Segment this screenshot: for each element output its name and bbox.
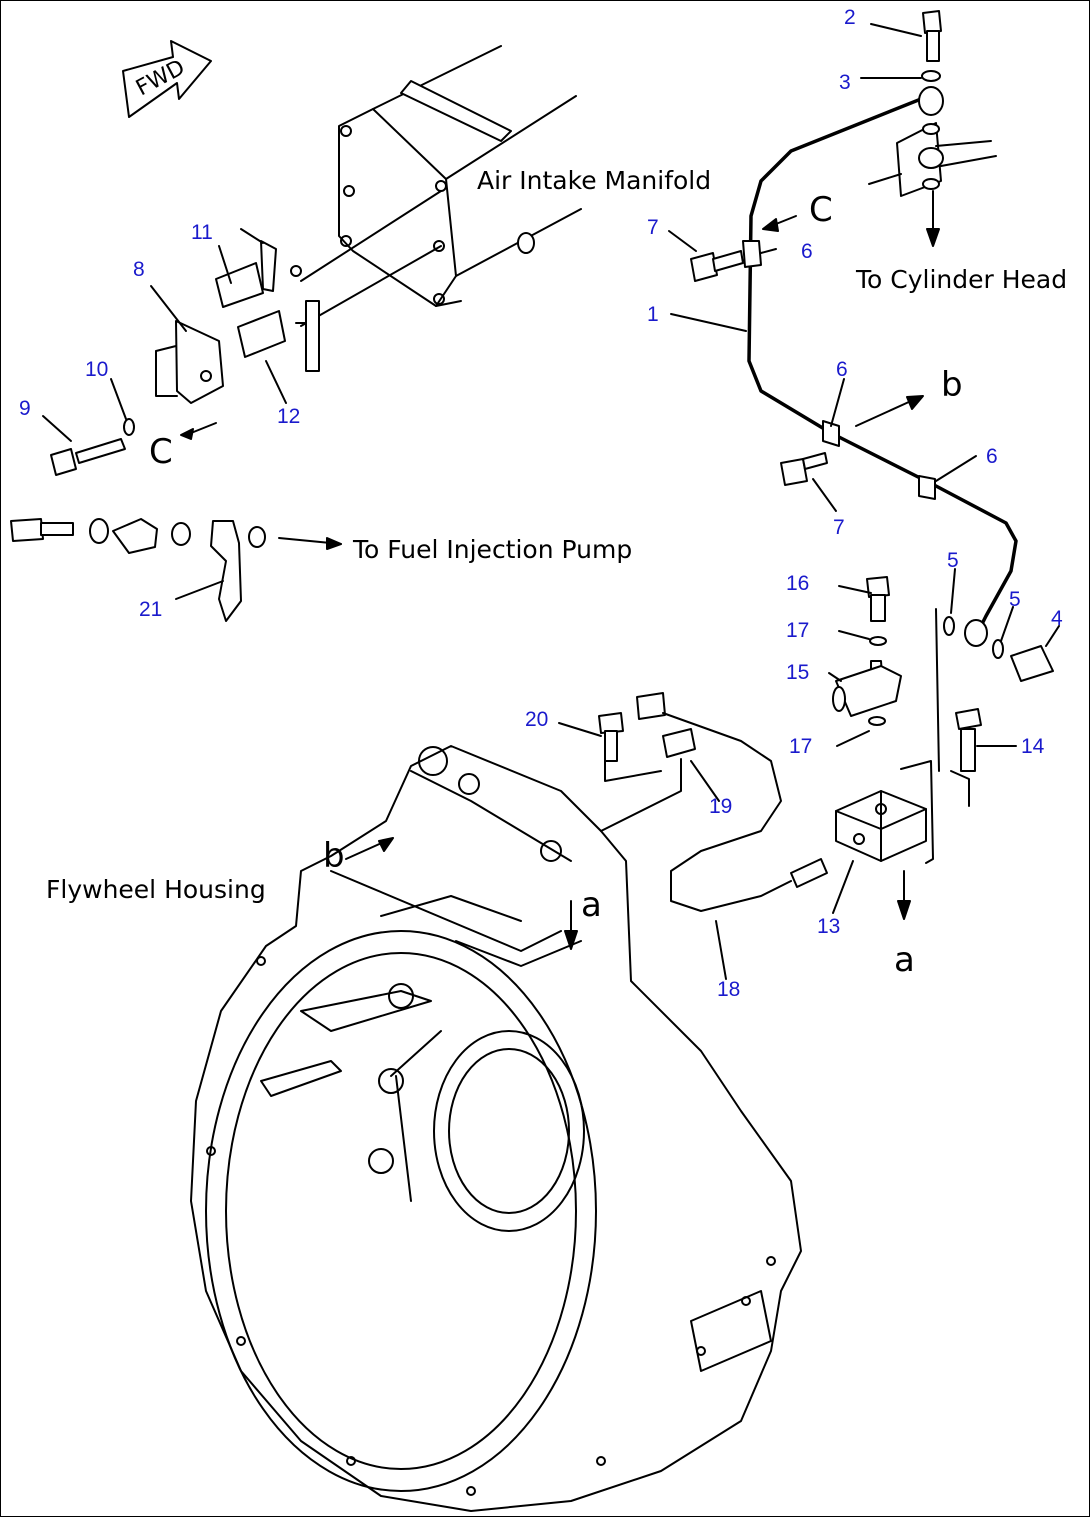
callout-17-lower: 17 [789, 735, 812, 758]
callout-11: 11 [191, 221, 213, 244]
sensor-harness-18 [598, 692, 792, 912]
fuel-connector-set [10, 518, 342, 622]
callout-14: 14 [1021, 735, 1045, 758]
callout-21: 21 [139, 598, 162, 621]
callout-5-upper: 5 [947, 549, 959, 572]
flywheel-housing [190, 745, 802, 1512]
callout-numbers: 1 2 3 4 5 5 6 6 6 7 7 8 9 10 11 12 13 14… [19, 6, 1063, 1001]
callout-15: 15 [786, 661, 809, 684]
callout-leaders [42, 23, 1060, 980]
callout-9: 9 [19, 397, 31, 420]
reference-b-housing: b [323, 836, 345, 876]
callout-1: 1 [647, 303, 659, 326]
flywheel-housing-label: Flywheel Housing [46, 875, 266, 904]
callout-12: 12 [277, 405, 300, 428]
fuel-line-1 [747, 10, 1018, 638]
reference-a-housing: a [581, 885, 602, 925]
callout-16: 16 [786, 572, 809, 595]
callout-5-lower: 5 [1009, 588, 1021, 611]
callout-8: 8 [133, 258, 145, 281]
fwd-arrow-icon: FWD [122, 40, 212, 118]
junction-block-assembly [790, 576, 982, 920]
callout-20: 20 [525, 708, 548, 731]
bolt-4-washers-5 [943, 616, 1054, 682]
callout-13: 13 [817, 915, 840, 938]
air-intake-manifold-outline [300, 45, 582, 327]
bolt-9-washer-10 [50, 418, 135, 476]
callout-7-upper: 7 [647, 216, 659, 239]
callout-3: 3 [839, 71, 851, 94]
bracket-assembly [155, 228, 320, 440]
callout-17-upper: 17 [786, 619, 809, 642]
callout-10: 10 [85, 358, 108, 381]
callout-19: 19 [709, 795, 732, 818]
reference-c-upper: C [809, 190, 833, 230]
callout-6-upper: 6 [801, 240, 813, 263]
reference-b-right: b [941, 365, 963, 405]
callout-7-lower: 7 [833, 516, 845, 539]
callout-4: 4 [1051, 607, 1063, 630]
air-intake-manifold-label: Air Intake Manifold [477, 166, 711, 195]
reference-a-right: a [894, 940, 915, 980]
reference-c-left: C [149, 432, 173, 472]
callout-2: 2 [844, 6, 856, 29]
callout-6-middle: 6 [836, 358, 848, 381]
clamps-and-bolts [690, 215, 936, 500]
to-fuel-injection-pump-label: To Fuel Injection Pump [352, 535, 632, 564]
to-cylinder-head-label: To Cylinder Head [855, 265, 1067, 294]
callout-18: 18 [717, 978, 740, 1001]
callout-6-lower: 6 [986, 445, 998, 468]
